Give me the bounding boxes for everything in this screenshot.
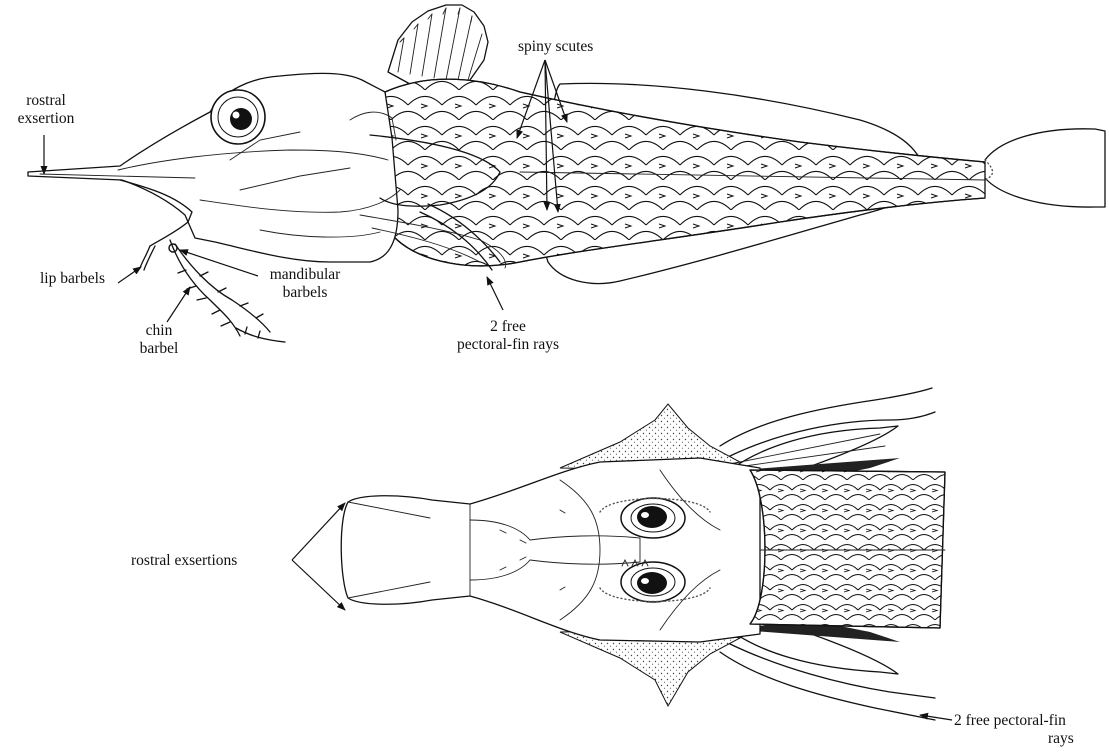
dorsal-head-outline xyxy=(341,458,760,642)
eye xyxy=(211,90,265,144)
free-pectoral-rays-label: 2 free pectoral-fin rays xyxy=(434,318,582,354)
rostral-exsertions-arrow-upper xyxy=(292,503,345,560)
dorsal-body-scutes xyxy=(745,468,950,632)
lip-barbels-arrow xyxy=(118,267,141,283)
chin-barbel-label-line1: chin xyxy=(132,322,186,340)
mandibular-barbels-arrow xyxy=(180,250,258,276)
rostral-exsertion-label: rostral exsertion xyxy=(14,92,78,128)
rostral-exsertions-arrow-lower xyxy=(292,560,345,610)
caudal-fin xyxy=(985,129,1105,207)
dorsal-fin xyxy=(388,5,488,86)
chin-barbel-arrow xyxy=(167,287,190,322)
chin-barbel-label-line2: barbel xyxy=(132,340,186,358)
dorsal-view-fish xyxy=(341,388,950,720)
lip-barbels-label: lip barbels xyxy=(40,270,105,288)
rostral-exsertions-label: rostral exsertions xyxy=(131,552,237,570)
mandibular-barbels-label: mandibular barbels xyxy=(262,266,348,302)
mandibular-barbels-label-line2: barbels xyxy=(262,284,348,302)
body-scutes xyxy=(380,70,990,270)
rostral-exsertion-label-line1: rostral xyxy=(14,92,78,110)
chin-barbel-label: chin barbel xyxy=(132,322,186,358)
rostral-exsertion-label-line2: exsertion xyxy=(14,110,78,128)
dorsal-free-rays-label-line1: 2 free pectoral-fin xyxy=(954,712,1066,730)
free-pectoral-rays-label-line2: pectoral-fin rays xyxy=(434,336,582,354)
dorsal-free-rays-label-line2: rays xyxy=(1048,730,1074,748)
free-rays-arrow-lateral xyxy=(487,277,503,310)
spiny-scutes-label: spiny scutes xyxy=(518,38,593,56)
mandibular-barbels-label-line1: mandibular xyxy=(262,266,348,284)
free-pectoral-rays-label-line1: 2 free xyxy=(434,318,582,336)
